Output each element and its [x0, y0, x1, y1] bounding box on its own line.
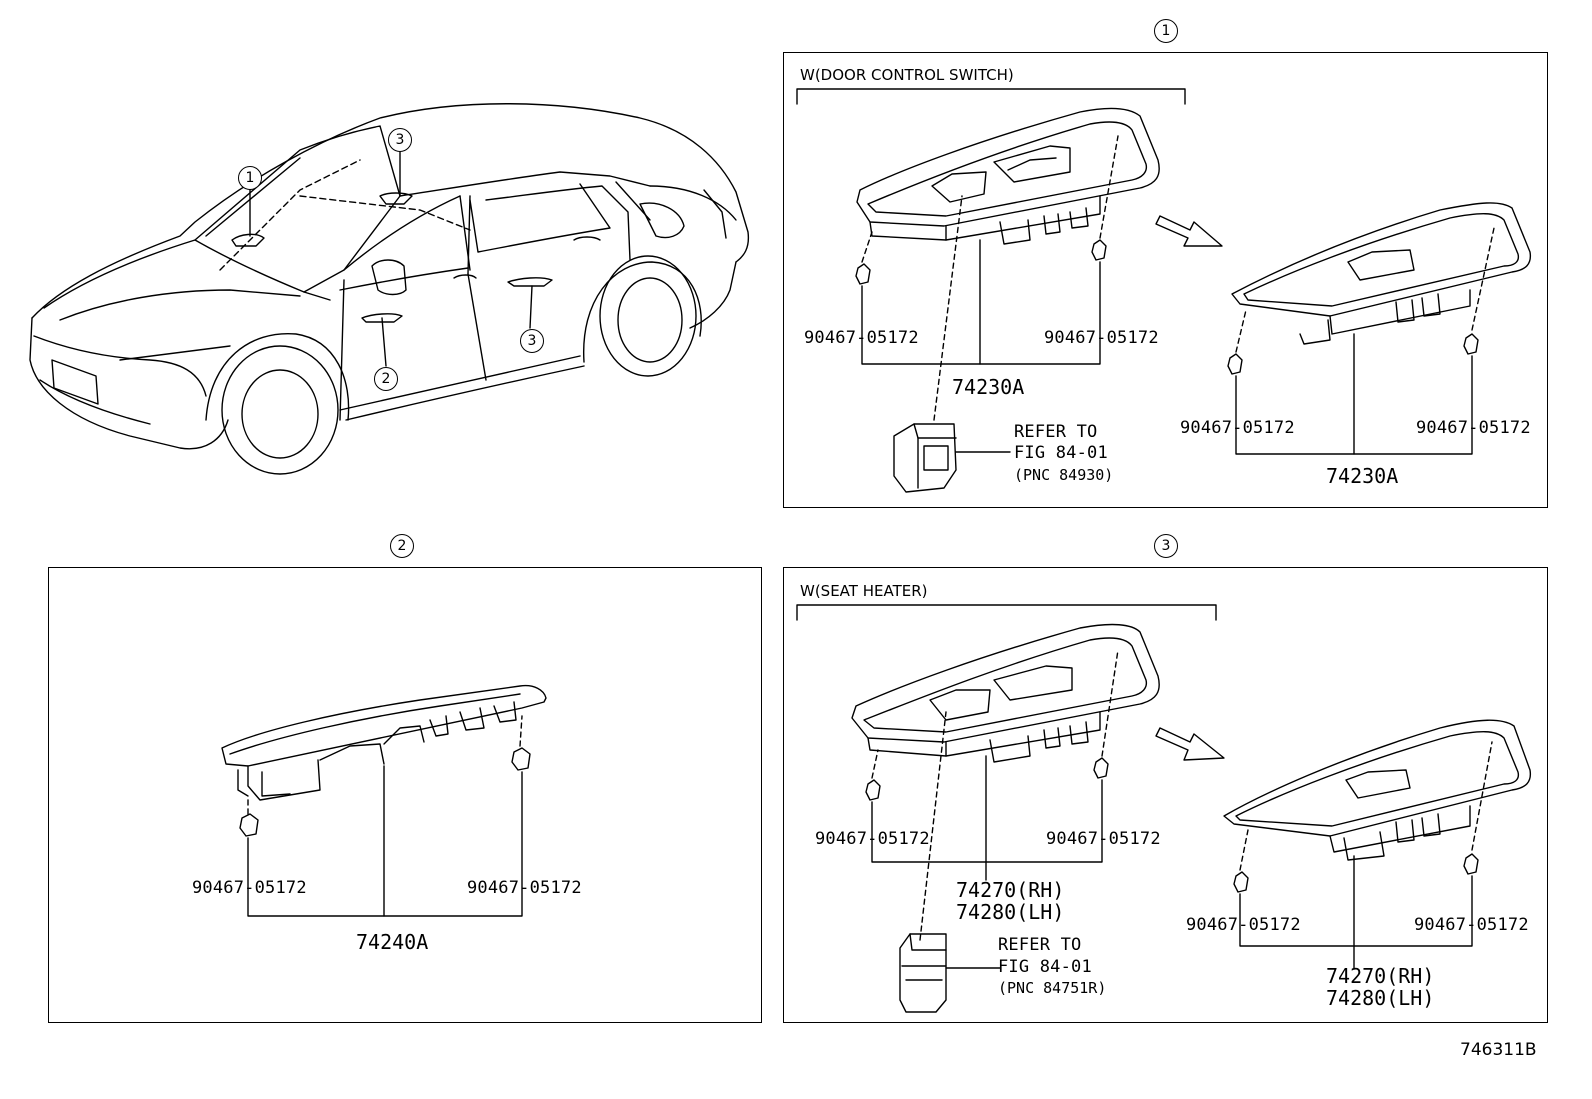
- panel-rear-switch: [48, 567, 762, 1023]
- panel3-clip-left-label: 90467-05172: [815, 829, 930, 849]
- panel3-alt-part-rh-label: 74270(RH): [1326, 964, 1435, 988]
- car-callout-1: 1: [238, 166, 262, 190]
- panel2-clip-right-label: 90467-05172: [467, 878, 582, 898]
- panel3-part-rh-label: 74270(RH): [956, 878, 1065, 902]
- panel3-refer-line3: (PNC 84751R): [998, 979, 1107, 997]
- panel3-callout: 3: [1154, 534, 1178, 558]
- panel2-clip-left-label: 90467-05172: [192, 878, 307, 898]
- panel1-refer-line2: FIG 84-01: [1014, 443, 1108, 463]
- car-illustration: [29, 103, 750, 475]
- car-callout-3-side: 3: [520, 329, 544, 353]
- panel2-part-label: 74240A: [356, 930, 429, 954]
- panel3-alt-clip-left-label: 90467-05172: [1186, 915, 1301, 935]
- panel1-art: [796, 88, 1532, 493]
- panel1-header: W(DOOR CONTROL SWITCH): [800, 66, 1014, 84]
- panel2-art: [221, 684, 547, 917]
- panel3-header: W(SEAT HEATER): [800, 582, 928, 600]
- panel1-part-label: 74230A: [952, 375, 1025, 399]
- panel3-refer-line1: REFER TO: [998, 935, 1082, 955]
- panel1-clip-left-label: 90467-05172: [804, 328, 919, 348]
- panel3-alt-part-lh-label: 74280(LH): [1326, 986, 1435, 1010]
- panel1-refer-line3: (PNC 84930): [1014, 466, 1114, 484]
- panel3-part-lh-label: 74280(LH): [956, 900, 1065, 924]
- panel1-alt-clip-left-label: 90467-05172: [1180, 418, 1295, 438]
- panel3-art: [796, 604, 1532, 1013]
- panel1-clip-right-label: 90467-05172: [1044, 328, 1159, 348]
- panel3-refer-line2: FIG 84-01: [998, 957, 1092, 977]
- panel1-refer-line1: REFER TO: [1014, 422, 1098, 442]
- panel1-callout: 1: [1154, 19, 1178, 43]
- panel3-clip-right-label: 90467-05172: [1046, 829, 1161, 849]
- panel2-callout: 2: [390, 534, 414, 558]
- panel3-alt-clip-right-label: 90467-05172: [1414, 915, 1529, 935]
- panel1-alt-clip-right-label: 90467-05172: [1416, 418, 1531, 438]
- car-callout-3-top: 3: [388, 128, 412, 152]
- car-callout-2: 2: [374, 367, 398, 391]
- figure-id: 746311B: [1460, 1040, 1537, 1060]
- panel1-alt-part-label: 74230A: [1326, 464, 1399, 488]
- panel-seat-heater: [783, 567, 1548, 1023]
- panel-door-control-switch: [783, 52, 1548, 508]
